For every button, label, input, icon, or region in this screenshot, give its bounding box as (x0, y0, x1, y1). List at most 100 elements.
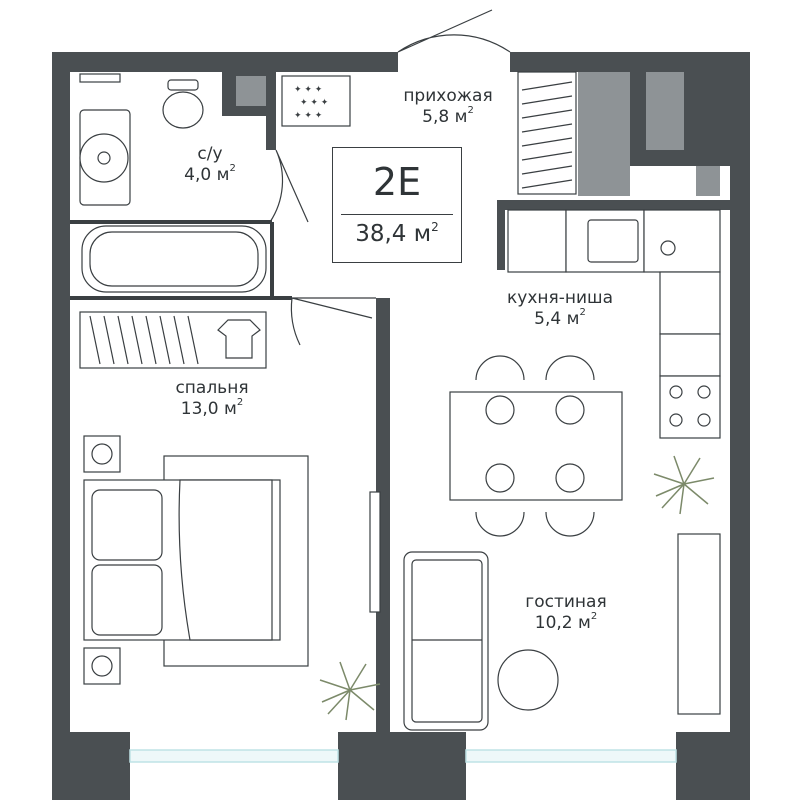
room-area-bedroom-sup: 2 (236, 397, 244, 409)
kitchen-column (659, 271, 721, 335)
total-area-sup: 2 (431, 220, 439, 234)
room-label-hallway: прихожая 5,8 м2 (378, 86, 518, 129)
plant-living (653, 455, 715, 515)
washbasin-drain (97, 151, 111, 165)
room-name-living: гостиная (525, 592, 607, 612)
plate-1 (485, 395, 515, 425)
dining-table (449, 391, 623, 501)
hallway-wardrobe (517, 71, 577, 195)
mat-pattern: ✦ ✦ ✦ ✦ ✦ ✦ ✦ ✦ ✦ (294, 85, 329, 121)
chair-1 (475, 355, 525, 381)
bathroom-fixtures (79, 73, 267, 293)
plate-2 (555, 395, 585, 425)
room-area-bathroom-sup: 2 (229, 163, 236, 175)
room-name-kitchen: кухня-ниша (506, 288, 613, 308)
plant-bedroom (319, 661, 381, 721)
bedroom-hangers (89, 315, 199, 365)
room-area-living-sup: 2 (590, 611, 598, 623)
kitchen-partition (497, 200, 730, 210)
room-label-bedroom: спальня 13,0 м2 (142, 378, 282, 421)
bedroom-tv (369, 491, 381, 613)
bathtub-inner (89, 231, 259, 287)
kitchen-units (507, 209, 721, 439)
toilet-tank (167, 79, 199, 91)
right-wall (730, 52, 750, 800)
tv-unit (369, 491, 721, 715)
partition-bedroom-living (376, 298, 390, 732)
kitchen-knob (660, 240, 676, 256)
room-name-bedroom: спальня (175, 378, 249, 398)
windows (129, 749, 677, 763)
room-name-bathroom: с/у (197, 144, 223, 164)
plate-4 (555, 463, 585, 493)
blanket (178, 479, 273, 641)
door-mat (281, 75, 351, 127)
window-living (465, 749, 677, 763)
pillow-bottom (91, 564, 163, 636)
room-area-hallway-sup: 2 (467, 105, 474, 117)
chair-3 (475, 511, 525, 537)
plants (319, 455, 715, 721)
burner-2 (697, 385, 711, 399)
doors (269, 9, 511, 346)
coffee-table (497, 649, 559, 711)
bed (83, 435, 309, 685)
partition-bath-hall (266, 72, 276, 150)
room-area-bedroom: 13,0 м2 (142, 397, 282, 420)
room-area-kitchen-value: 5,4 м (534, 309, 580, 330)
shaft-corner (696, 166, 720, 196)
room-label-bathroom: с/у 4,0 м2 (150, 144, 270, 187)
room-label-living: гостиная 10,2 м2 (496, 592, 636, 635)
svg-text:✦ ✦ ✦: ✦ ✦ ✦ (294, 111, 323, 121)
apartment-badge: 2E 38,4 м2 (332, 147, 462, 263)
shaft-fills (236, 72, 720, 196)
room-area-living: 10,2 м2 (496, 611, 636, 634)
cooktop (659, 375, 721, 439)
lamp-top (91, 443, 113, 465)
burner-4 (697, 413, 711, 427)
towel-rail (79, 73, 121, 83)
sink (587, 219, 639, 263)
kitchen-cabinet-right (643, 209, 721, 273)
sofa-seat (411, 559, 483, 723)
bedroom-door (290, 297, 376, 346)
wardrobe-hangers (521, 81, 573, 189)
room-label-kitchen: кухня-ниша 5,4 м2 (480, 288, 640, 331)
shaft-mid (578, 72, 630, 196)
svg-text:✦ ✦ ✦: ✦ ✦ ✦ (300, 98, 329, 108)
window-bedroom (129, 749, 339, 763)
toilet-bowl (162, 91, 204, 129)
entrance-door (397, 9, 511, 53)
room-name-hallway: прихожая (403, 86, 493, 106)
total-area-value: 38,4 м (355, 221, 432, 247)
kitchen-counter (659, 333, 721, 377)
burner-1 (669, 385, 683, 399)
room-area-hallway: 5,8 м2 (378, 105, 518, 128)
kitchen-cabinet-left (507, 209, 567, 273)
bottom-wall-left (52, 732, 130, 800)
burner-3 (669, 413, 683, 427)
room-area-hallway-value: 5,8 м (422, 107, 468, 128)
plate-3 (485, 463, 515, 493)
shaft-small (236, 76, 266, 106)
chair-4 (545, 511, 595, 537)
bottom-wall-right (676, 732, 750, 800)
room-area-living-value: 10,2 м (534, 613, 591, 634)
room-area-bedroom-value: 13,0 м (180, 399, 237, 420)
sofa (403, 551, 559, 731)
living-tv-stand (677, 533, 721, 715)
bedroom-wardrobe-frame (79, 311, 267, 369)
room-area-kitchen-sup: 2 (579, 307, 586, 319)
wardrobe-frame (517, 71, 577, 195)
left-wall (52, 52, 70, 800)
kitchen-post (497, 200, 505, 270)
bedroom-wardrobe (79, 311, 267, 369)
lamp-bottom (91, 655, 113, 677)
interior-walls (70, 220, 292, 300)
chair-2 (545, 355, 595, 381)
apartment-total-area: 38,4 м2 (333, 220, 461, 247)
shaft-inner (646, 72, 684, 150)
apartment-code: 2E (372, 160, 422, 204)
tshirt-icon (217, 319, 261, 359)
